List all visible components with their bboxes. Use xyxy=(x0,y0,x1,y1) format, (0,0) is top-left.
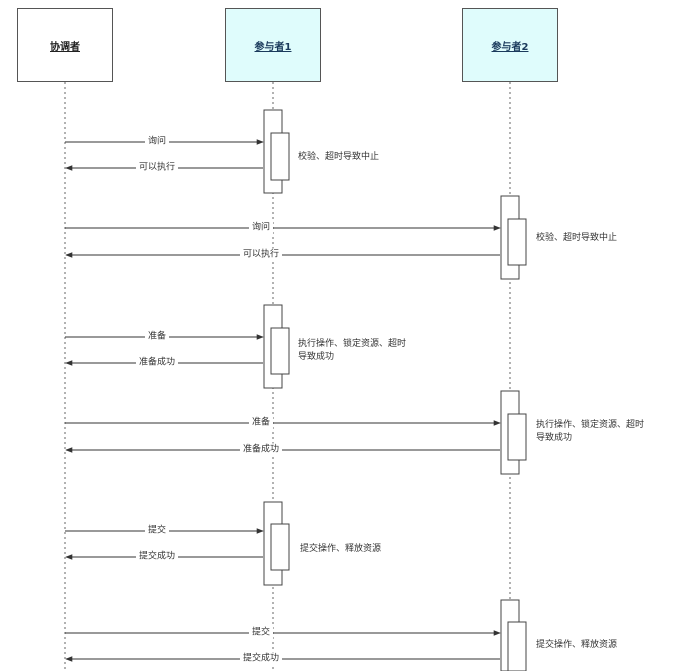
message-label-prepare-ok-p2: 准备成功 xyxy=(239,443,283,457)
note-p1-commit: 提交操作、释放资源 xyxy=(300,544,382,554)
message-label-reply-p1: 可以执行 xyxy=(135,161,179,175)
note-p2-prepare: 执行操作、锁定资源、超时导致成功 xyxy=(536,420,645,443)
message-label-query-p2: 询问 xyxy=(248,221,274,235)
note-p1-query: 校验、超时导致中止 xyxy=(298,152,380,162)
message-label-prepare-ok-p1: 准备成功 xyxy=(135,356,179,370)
note-p1-prepare: 执行操作、锁定资源、超时导致成功 xyxy=(298,339,407,362)
message-label-reply-p2: 可以执行 xyxy=(239,248,283,262)
message-label-query-p1: 询问 xyxy=(144,135,170,149)
message-label-prepare-p1: 准备 xyxy=(144,330,170,344)
activation-box-inner-p2-3 xyxy=(507,413,527,461)
message-label-commit-ok-p1: 提交成功 xyxy=(135,550,179,564)
participant-p2: 参与者2 xyxy=(462,8,558,82)
message-label-prepare-p2: 准备 xyxy=(248,416,274,430)
activation-box-inner-p2-5 xyxy=(507,621,527,671)
activation-box-inner-p1-4 xyxy=(270,523,290,571)
participant-p1: 参与者1 xyxy=(225,8,321,82)
participant-p1-label: 参与者1 xyxy=(254,41,292,53)
participant-coordinator: 协调者 xyxy=(17,8,113,82)
note-p2-query: 校验、超时导致中止 xyxy=(536,233,618,243)
message-label-commit-p2: 提交 xyxy=(248,626,274,640)
activation-box-inner-p1-0 xyxy=(270,132,290,181)
activation-box-inner-p1-2 xyxy=(270,327,290,375)
note-p2-commit: 提交操作、释放资源 xyxy=(536,640,618,650)
message-label-commit-ok-p2: 提交成功 xyxy=(239,652,283,666)
activation-box-inner-p2-1 xyxy=(507,218,527,266)
message-label-commit-p1: 提交 xyxy=(144,524,170,538)
participant-p2-label: 参与者2 xyxy=(491,41,529,53)
participant-coordinator-label: 协调者 xyxy=(50,41,80,53)
